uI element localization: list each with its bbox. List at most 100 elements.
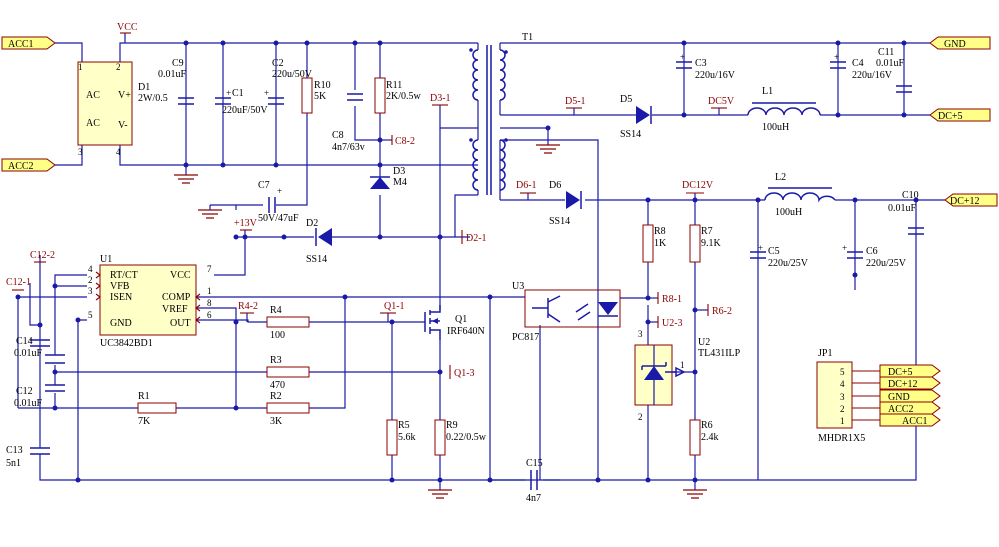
svg-text:C12-1: C12-1 — [6, 277, 31, 288]
svg-text:R10: R10 — [314, 80, 331, 91]
svg-text:R8: R8 — [654, 226, 666, 237]
capacitor-c14[interactable]: C14 0.01uF — [14, 336, 65, 364]
capacitor-c9[interactable]: C9 0.01uF — [158, 58, 194, 105]
resistor-r11[interactable]: R11 2K/0.5w — [374, 77, 422, 114]
capacitor-c8[interactable]: C8 4n7/63v — [332, 93, 365, 153]
capacitor-c7[interactable]: + C7 50V/47uF — [258, 180, 299, 224]
svg-text:220uF/50V: 220uF/50V — [222, 105, 268, 116]
jp1-port-acc1[interactable]: ACC1 — [879, 413, 941, 427]
svg-text:220u/50V: 220u/50V — [272, 69, 313, 80]
svg-text:D5-1: D5-1 — [565, 96, 586, 107]
resistor-r6[interactable]: R6 2.4k — [689, 419, 719, 456]
mosfet-q1[interactable]: Q1 IRF640N — [424, 305, 485, 340]
svg-text:UC3842BD1: UC3842BD1 — [100, 338, 153, 349]
svg-text:SS14: SS14 — [306, 254, 327, 265]
svg-text:D3-1: D3-1 — [430, 93, 451, 104]
junctions — [15, 40, 919, 483]
capacitor-c12[interactable]: C12 0.01uF — [14, 384, 65, 409]
jp1-port-acc2[interactable]: ACC2 — [879, 401, 941, 415]
capacitor-c13[interactable]: C13 5n1 — [6, 420, 50, 469]
jp1-port-dc12[interactable]: DC+12 — [879, 376, 941, 390]
svg-text:0.01uF: 0.01uF — [14, 398, 43, 409]
net-q1-1: Q1-1 — [380, 301, 405, 314]
port-acc2[interactable]: ACC2 — [1, 158, 56, 172]
svg-text:5: 5 — [840, 367, 845, 377]
svg-text:C2: C2 — [272, 58, 284, 69]
svg-text:3: 3 — [840, 392, 845, 402]
svg-text:V-: V- — [118, 120, 128, 131]
net-q1-3: Q1-3 — [449, 365, 475, 379]
capacitor-c6[interactable]: + C6 220u/25V — [842, 243, 907, 269]
svg-text:1K: 1K — [654, 238, 667, 249]
resistor-r8[interactable]: R8 1K — [642, 224, 667, 263]
capacitor-c5[interactable]: + C5 220u/25V — [750, 243, 809, 269]
svg-text:C12: C12 — [16, 386, 33, 397]
svg-text:D6: D6 — [549, 180, 561, 191]
resistor-r10[interactable]: R10 5K — [301, 77, 331, 114]
diode-d2[interactable]: D2 SS14 — [306, 218, 332, 265]
optocoupler-u3[interactable]: U3 PC817 — [512, 281, 621, 343]
svg-text:470: 470 — [270, 380, 285, 391]
svg-text:ACC1: ACC1 — [902, 416, 928, 427]
svg-text:1: 1 — [78, 62, 83, 72]
svg-text:4: 4 — [116, 147, 121, 157]
svg-text:C9: C9 — [172, 58, 184, 69]
svg-text:+: + — [834, 52, 839, 62]
capacitor-c11[interactable]: C11 0.01uF — [876, 47, 912, 93]
svg-text:AC: AC — [86, 118, 100, 129]
inductor-l2[interactable]: L2 100uH — [764, 172, 836, 218]
svg-text:VREF: VREF — [162, 304, 188, 315]
svg-text:C12-2: C12-2 — [30, 250, 55, 261]
jp1-port-dc5[interactable]: DC+5 — [879, 364, 941, 378]
svg-text:ACC2: ACC2 — [8, 161, 34, 172]
svg-text:8: 8 — [207, 298, 212, 308]
bridge-rectifier-d1[interactable]: AC AC V+ V- 1 2 3 4 D1 2W/0.5 — [77, 61, 168, 157]
jp1-port-gnd[interactable]: GND — [879, 389, 941, 403]
controller-u1[interactable]: RT/CT VFB ISEN GND VCC COMP VREF OUT 4 2… — [88, 254, 212, 349]
net-d3-1: D3-1 — [430, 93, 451, 106]
net-c12-1: C12-1 — [6, 277, 31, 291]
svg-text:R9: R9 — [446, 420, 458, 431]
capacitor-c15[interactable]: C15 4n7 — [526, 458, 543, 504]
resistor-r5[interactable]: R5 5.6k — [386, 419, 416, 456]
resistor-r9[interactable]: R9 0.22/0.5w — [434, 419, 487, 456]
svg-text:2.4k: 2.4k — [701, 432, 719, 443]
header-jp1[interactable]: JP1 MHDR1X5 5 4 3 2 1 — [816, 348, 880, 444]
resistor-r3[interactable]: R3 470 — [266, 355, 310, 391]
port-dc12[interactable]: DC+12 — [944, 193, 998, 207]
svg-text:220u/16V: 220u/16V — [852, 70, 893, 81]
resistor-r7[interactable]: R7 9.1K — [689, 224, 722, 263]
svg-text:U2-3: U2-3 — [662, 318, 683, 329]
svg-text:D6-1: D6-1 — [516, 180, 537, 191]
capacitor-c10[interactable]: C10 0.01uF — [888, 190, 924, 235]
svg-text:+13V: +13V — [234, 218, 258, 229]
net-plus13v: +13V — [234, 218, 258, 231]
diode-d6[interactable]: D6 SS14 — [549, 180, 582, 227]
svg-text:R4: R4 — [270, 305, 282, 316]
svg-text:+: + — [264, 88, 269, 98]
resistor-r1[interactable]: R1 7K — [137, 391, 177, 427]
svg-text:PC817: PC817 — [512, 332, 539, 343]
transformer-t1[interactable]: T1 — [469, 32, 533, 200]
svg-text:7K: 7K — [138, 416, 151, 427]
port-gnd[interactable]: GND — [929, 36, 991, 50]
port-dc5[interactable]: DC+5 — [929, 108, 991, 122]
svg-text:1: 1 — [680, 360, 685, 370]
diode-d3[interactable]: D3 M4 — [370, 166, 407, 189]
svg-text:SS14: SS14 — [620, 129, 641, 140]
capacitor-c3[interactable]: + C3 220u/16V — [676, 52, 736, 81]
shunt-regulator-u2[interactable]: 3 2 1 U2 TL431ILP — [634, 329, 741, 422]
svg-text:+: + — [277, 186, 282, 196]
port-acc1[interactable]: ACC1 — [1, 36, 56, 50]
svg-text:U3: U3 — [512, 281, 524, 292]
svg-text:220u/25V: 220u/25V — [866, 258, 907, 269]
resistor-r2[interactable]: R2 3K — [266, 391, 310, 427]
svg-text:GND: GND — [944, 39, 966, 50]
capacitor-c1[interactable]: + C1 220uF/50V — [215, 88, 268, 116]
svg-text:ACC2: ACC2 — [888, 404, 914, 415]
capacitor-c4[interactable]: + C4 220u/16V — [830, 52, 893, 81]
inductor-l1[interactable]: L1 100uH — [747, 86, 821, 133]
diode-d5[interactable]: D5 SS14 — [620, 94, 652, 140]
capacitor-c2[interactable]: + C2 220u/50V — [264, 58, 313, 105]
resistor-r4[interactable]: R4 100 — [266, 305, 310, 341]
